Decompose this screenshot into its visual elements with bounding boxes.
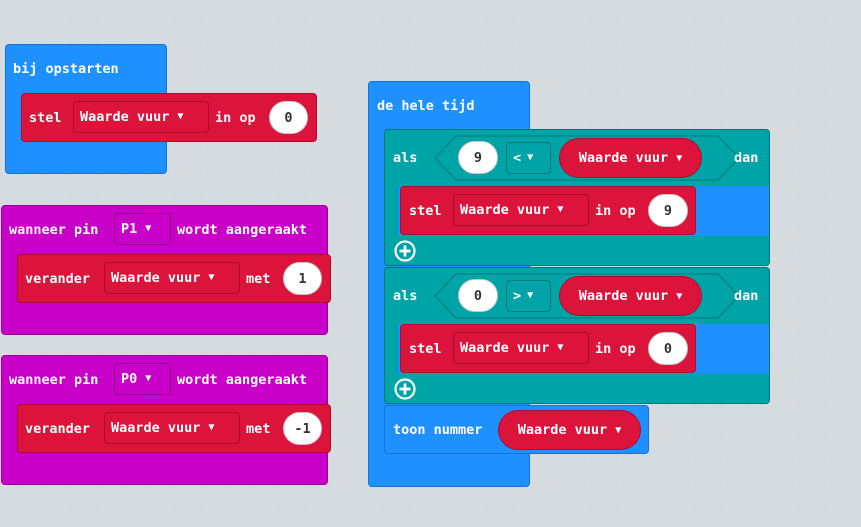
- variable-dropdown[interactable]: Waarde vuur ▼: [104, 412, 240, 444]
- pin-dropdown[interactable]: P0 ▼: [114, 363, 171, 395]
- caret-down-icon: ▼: [676, 290, 683, 302]
- variable-dropdown[interactable]: Waarde vuur ▼: [453, 332, 589, 364]
- value-input[interactable]: 0: [648, 332, 688, 365]
- caret-down-icon: ▼: [615, 424, 622, 436]
- caret-down-icon: ▼: [145, 223, 152, 234]
- caret-down-icon: ▼: [527, 290, 534, 301]
- caret-down-icon: ▼: [145, 373, 152, 384]
- variable-dropdown[interactable]: Waarde vuur ▼: [104, 262, 240, 294]
- show-number-label: toon nummer: [393, 422, 483, 438]
- by-label: met: [246, 271, 271, 287]
- when-pin-label: wanneer pin: [9, 222, 99, 238]
- if-label: als: [393, 150, 418, 166]
- then-label: dan: [734, 288, 759, 304]
- change-label: verander: [25, 271, 91, 287]
- variable-dropdown-label: Waarde vuur: [80, 109, 170, 125]
- value-input[interactable]: -1: [283, 412, 322, 445]
- operator-dropdown-label: <: [513, 150, 522, 166]
- operator-dropdown-label: >: [513, 288, 522, 304]
- when-pin-label: wanneer pin: [9, 372, 99, 388]
- forever-label: de hele tijd: [377, 98, 475, 114]
- caret-down-icon: ▼: [676, 152, 683, 164]
- plus-circle-icon[interactable]: [394, 240, 416, 262]
- set-label: stel: [409, 341, 442, 357]
- operator-dropdown[interactable]: > ▼: [506, 280, 551, 312]
- variable-dropdown-label: Waarde vuur: [460, 202, 550, 218]
- set-label: stel: [29, 110, 62, 126]
- pressed-label: wordt aangeraakt: [177, 372, 308, 388]
- variable-dropdown-label: Waarde vuur: [111, 270, 201, 286]
- then-label: dan: [734, 150, 759, 166]
- value-input[interactable]: 1: [283, 262, 322, 295]
- variable-dropdown-label: Waarde vuur: [111, 420, 201, 436]
- to-label: in op: [595, 203, 636, 219]
- set-label: stel: [409, 203, 442, 219]
- value-input[interactable]: 0: [269, 101, 308, 134]
- by-label: met: [246, 421, 271, 437]
- variable-dropdown[interactable]: Waarde vuur ▼: [73, 101, 209, 133]
- variable-reporter-label: Waarde vuur: [578, 288, 669, 304]
- plus-circle-icon[interactable]: [394, 378, 416, 400]
- variable-reporter-label: Waarde vuur: [517, 422, 608, 438]
- to-label: in op: [595, 341, 636, 357]
- to-label: in op: [215, 110, 256, 126]
- left-operand-input[interactable]: 0: [458, 279, 498, 312]
- pin-dropdown[interactable]: P1 ▼: [114, 213, 171, 245]
- variable-reporter[interactable]: Waarde vuur ▼: [559, 138, 702, 178]
- on-start-label: bij opstarten: [13, 61, 119, 77]
- if-label: als: [393, 288, 418, 304]
- variable-reporter[interactable]: Waarde vuur ▼: [559, 276, 702, 316]
- variable-reporter-label: Waarde vuur: [578, 150, 669, 166]
- pin-dropdown-label: P0: [121, 371, 138, 387]
- caret-down-icon: ▼: [557, 204, 564, 215]
- caret-down-icon: ▼: [557, 342, 564, 353]
- variable-dropdown-label: Waarde vuur: [460, 340, 550, 356]
- caret-down-icon: ▼: [527, 152, 534, 163]
- operator-dropdown[interactable]: < ▼: [506, 142, 551, 174]
- change-label: verander: [25, 421, 91, 437]
- left-operand-input[interactable]: 9: [458, 141, 498, 174]
- pin-dropdown-label: P1: [121, 221, 138, 237]
- variable-reporter[interactable]: Waarde vuur ▼: [498, 410, 641, 450]
- caret-down-icon: ▼: [177, 111, 184, 122]
- value-input[interactable]: 9: [648, 194, 688, 227]
- pressed-label: wordt aangeraakt: [177, 222, 308, 238]
- caret-down-icon: ▼: [208, 422, 215, 433]
- caret-down-icon: ▼: [208, 272, 215, 283]
- variable-dropdown[interactable]: Waarde vuur ▼: [453, 194, 589, 226]
